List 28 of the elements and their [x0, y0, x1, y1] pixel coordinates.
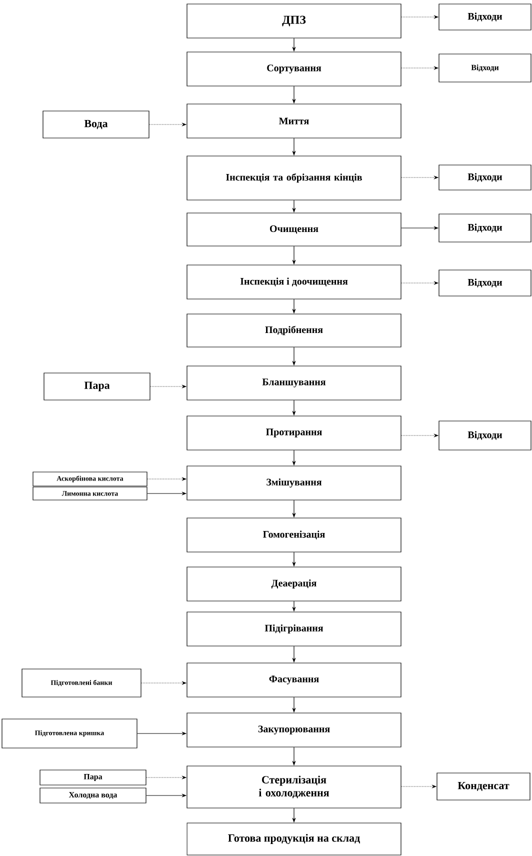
- output-box: Відходи: [438, 164, 532, 190]
- process-box: Деаерація: [186, 566, 402, 602]
- process-box: Протирання: [186, 416, 402, 450]
- process-box: Бланшування: [186, 366, 402, 400]
- process-box: Готова продукція на склад: [186, 822, 402, 856]
- input-box: Холодна вода: [40, 788, 146, 804]
- output-box: Конденсат: [436, 772, 530, 800]
- process-box: ДПЗ: [186, 4, 402, 38]
- process-box: Миття: [186, 104, 402, 138]
- process-box: Подрібнення: [186, 314, 402, 348]
- process-box: Очищення: [186, 212, 402, 246]
- input-box: Пара: [44, 372, 150, 400]
- process-box: Фасування: [186, 662, 402, 698]
- process-box: Інспекція і доочищення: [186, 264, 402, 300]
- output-box: Відходи: [438, 420, 532, 450]
- process-box: Сортування: [186, 52, 402, 86]
- process-box: Інспекція та обрізання кінців: [186, 156, 402, 200]
- process-box: Змішування: [186, 466, 402, 500]
- output-box: Відходи: [438, 214, 532, 242]
- output-box: Відходи: [438, 270, 532, 296]
- input-box: Вода: [42, 110, 150, 138]
- process-box: Закупорювання: [186, 712, 402, 748]
- process-box: Гомогенізація: [186, 518, 402, 552]
- output-box: Відходи: [438, 54, 532, 82]
- process-box: Стерилізація і охолодження: [186, 766, 402, 808]
- input-box: Пара: [40, 770, 146, 786]
- process-box: Підігрівання: [186, 612, 402, 646]
- output-box: Відходи: [438, 4, 532, 30]
